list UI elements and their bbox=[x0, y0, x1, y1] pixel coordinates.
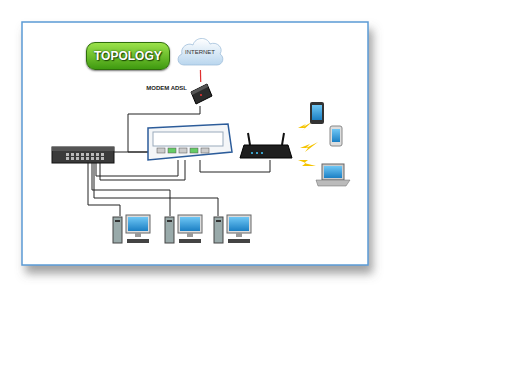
switch-icon bbox=[52, 147, 114, 163]
pc-icons bbox=[113, 215, 251, 243]
node-label: INTERNET bbox=[185, 48, 215, 56]
mobile-devices bbox=[310, 102, 350, 186]
wireless-signal bbox=[298, 122, 318, 166]
node-label: MODEM ADSL bbox=[146, 84, 187, 92]
modem-node: MODEM ADSL bbox=[189, 82, 213, 106]
card bbox=[22, 22, 368, 265]
link-line bbox=[200, 70, 201, 82]
wifi-router-icon bbox=[240, 133, 292, 158]
modem-icon bbox=[189, 82, 213, 106]
cloud-node: INTERNET bbox=[175, 34, 225, 70]
wires bbox=[88, 106, 270, 216]
router-icon bbox=[148, 124, 232, 160]
title-badge: TOPOLOGY bbox=[86, 42, 170, 70]
